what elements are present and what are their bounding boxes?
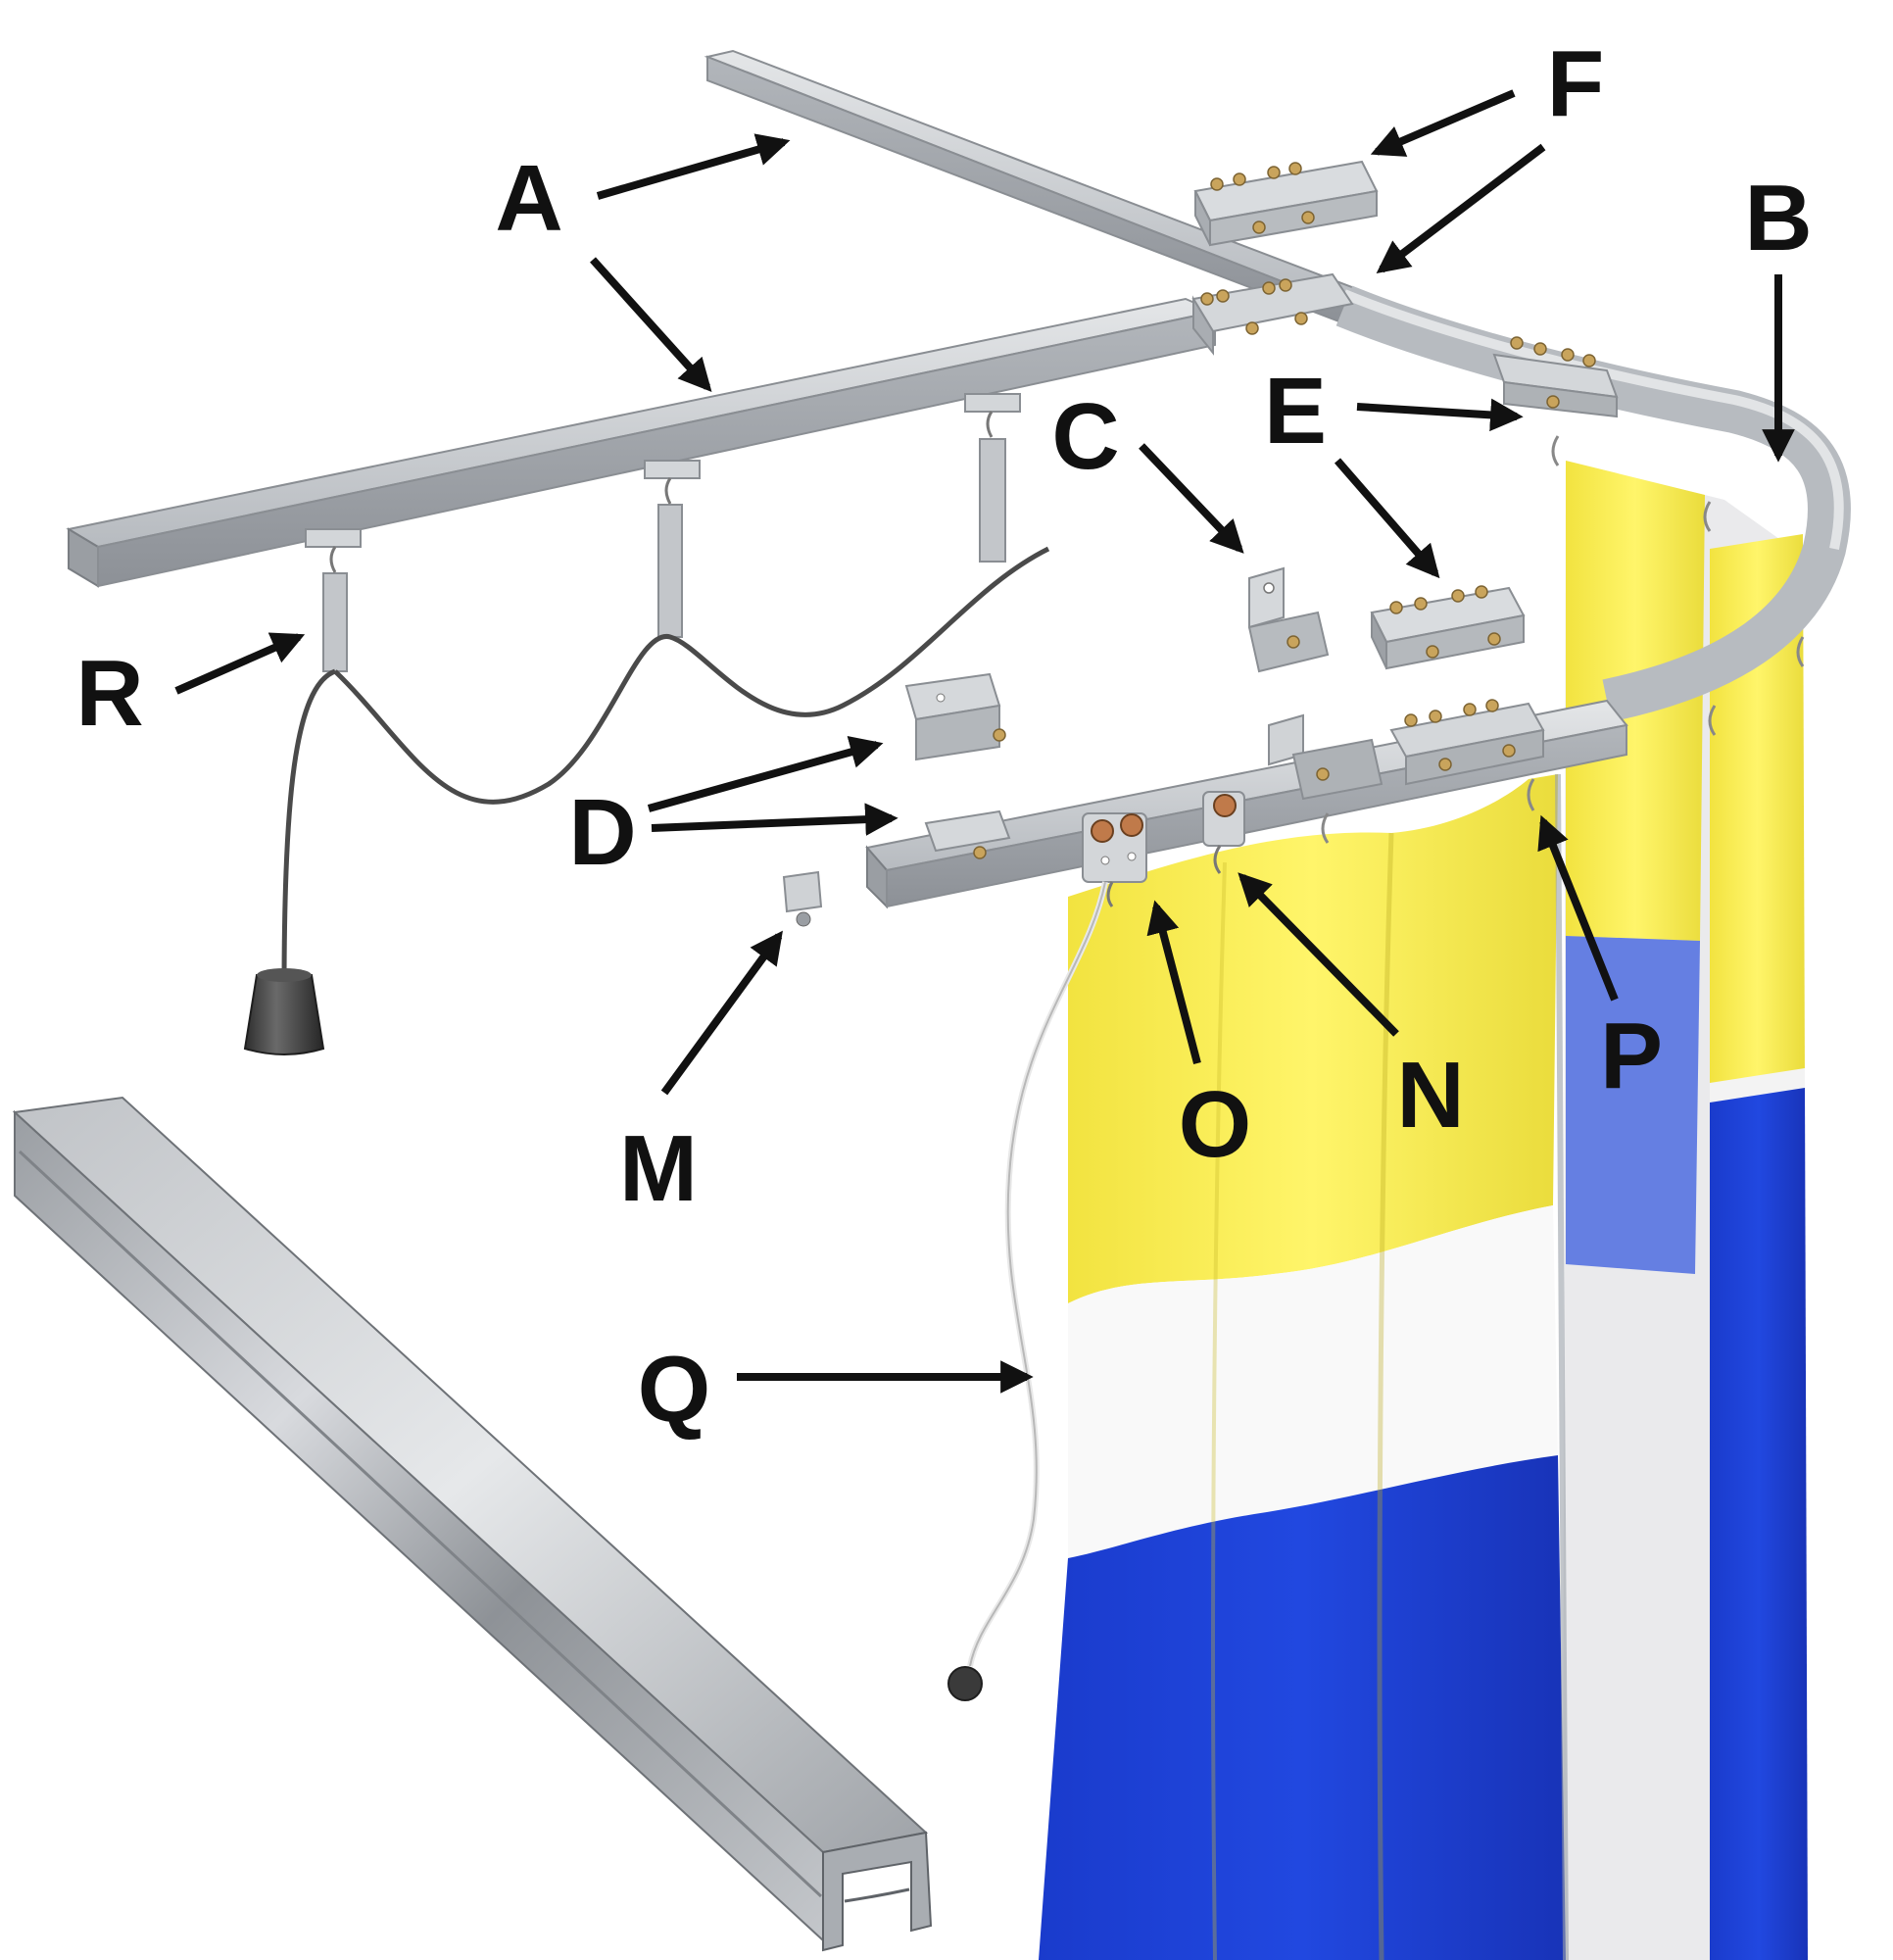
carrier-o [1082,812,1147,907]
arrow-o [1146,900,1201,1065]
arrow-e-2 [1334,458,1440,579]
curtain-yellow-band [1068,774,1558,1303]
arrow-m [660,930,783,1096]
arrow-d-1 [647,736,884,812]
channel-rib [18,1150,823,1898]
label-c: C [1051,384,1119,489]
loose-joiner-f [1193,160,1379,247]
rail-curve-highlight [1342,289,1844,551]
track-profile-closeup [12,1096,933,1952]
label-d: D [568,780,636,885]
curtain-hooks [1321,435,1805,844]
loose-joiner-d [904,672,1006,761]
draw-wand-q [947,881,1108,1701]
channel-end-profile [822,1831,933,1952]
label-f: F [1547,31,1605,136]
hanger-3 [964,393,1021,563]
label-a: A [495,146,562,251]
front-joiner [1389,699,1545,786]
arrow-p [1537,814,1619,1002]
curtain-fold-1 [1211,861,1227,1960]
arrow-a-2 [590,257,712,392]
curtain-side-blue [1710,1083,1808,1960]
privacy-curtain [1039,461,1808,1960]
callout-arrows [174,89,1795,1394]
arrow-e-1 [1356,398,1524,432]
arrow-n [1238,872,1399,1037]
loose-joiner-e [1370,585,1526,670]
hanger-1 [305,528,362,672]
channel-lip [844,1887,910,1903]
arrow-a-1 [596,133,791,200]
loose-bracket-c [1247,566,1330,673]
carrier-n [1202,791,1245,874]
arrow-d-2 [651,803,898,836]
curtain-back-blue [1566,936,1700,1274]
channel-side-face [14,1109,824,1943]
curtain-fold-3 [1555,773,1569,1960]
front-bracket [1268,713,1383,801]
end-stop-m [782,870,823,927]
curtain-blue-band [1039,1455,1566,1960]
rail-left-side [97,310,1216,588]
callout-labels: A B C D E F M N O P Q R [75,31,1812,1442]
label-o: O [1179,1072,1252,1177]
rail-curve-body [1335,285,1852,722]
curtain-mesh-band [1068,1205,1558,1558]
arrow-f-1 [1370,89,1516,157]
label-n: N [1396,1043,1464,1148]
label-e: E [1264,359,1327,464]
cord-and-weight [243,546,1050,1055]
label-p: P [1600,1004,1663,1108]
curtain-side-mesh-edge [1710,1068,1805,1102]
curve-joiner [1492,336,1619,418]
label-b: B [1744,166,1812,270]
hanger-2 [644,460,701,638]
rail-left-top [66,297,1219,549]
curtain-fold-2 [1377,832,1394,1960]
front-end-joiner [924,809,1011,859]
arrow-c [1139,443,1244,554]
label-q: Q [638,1337,711,1442]
label-r: R [75,641,143,746]
t-junction-joiner [1191,272,1354,356]
arrow-f-2 [1376,143,1546,274]
channel-top-face [12,1096,929,1854]
arrow-r [174,632,306,695]
label-m: M [619,1116,698,1221]
